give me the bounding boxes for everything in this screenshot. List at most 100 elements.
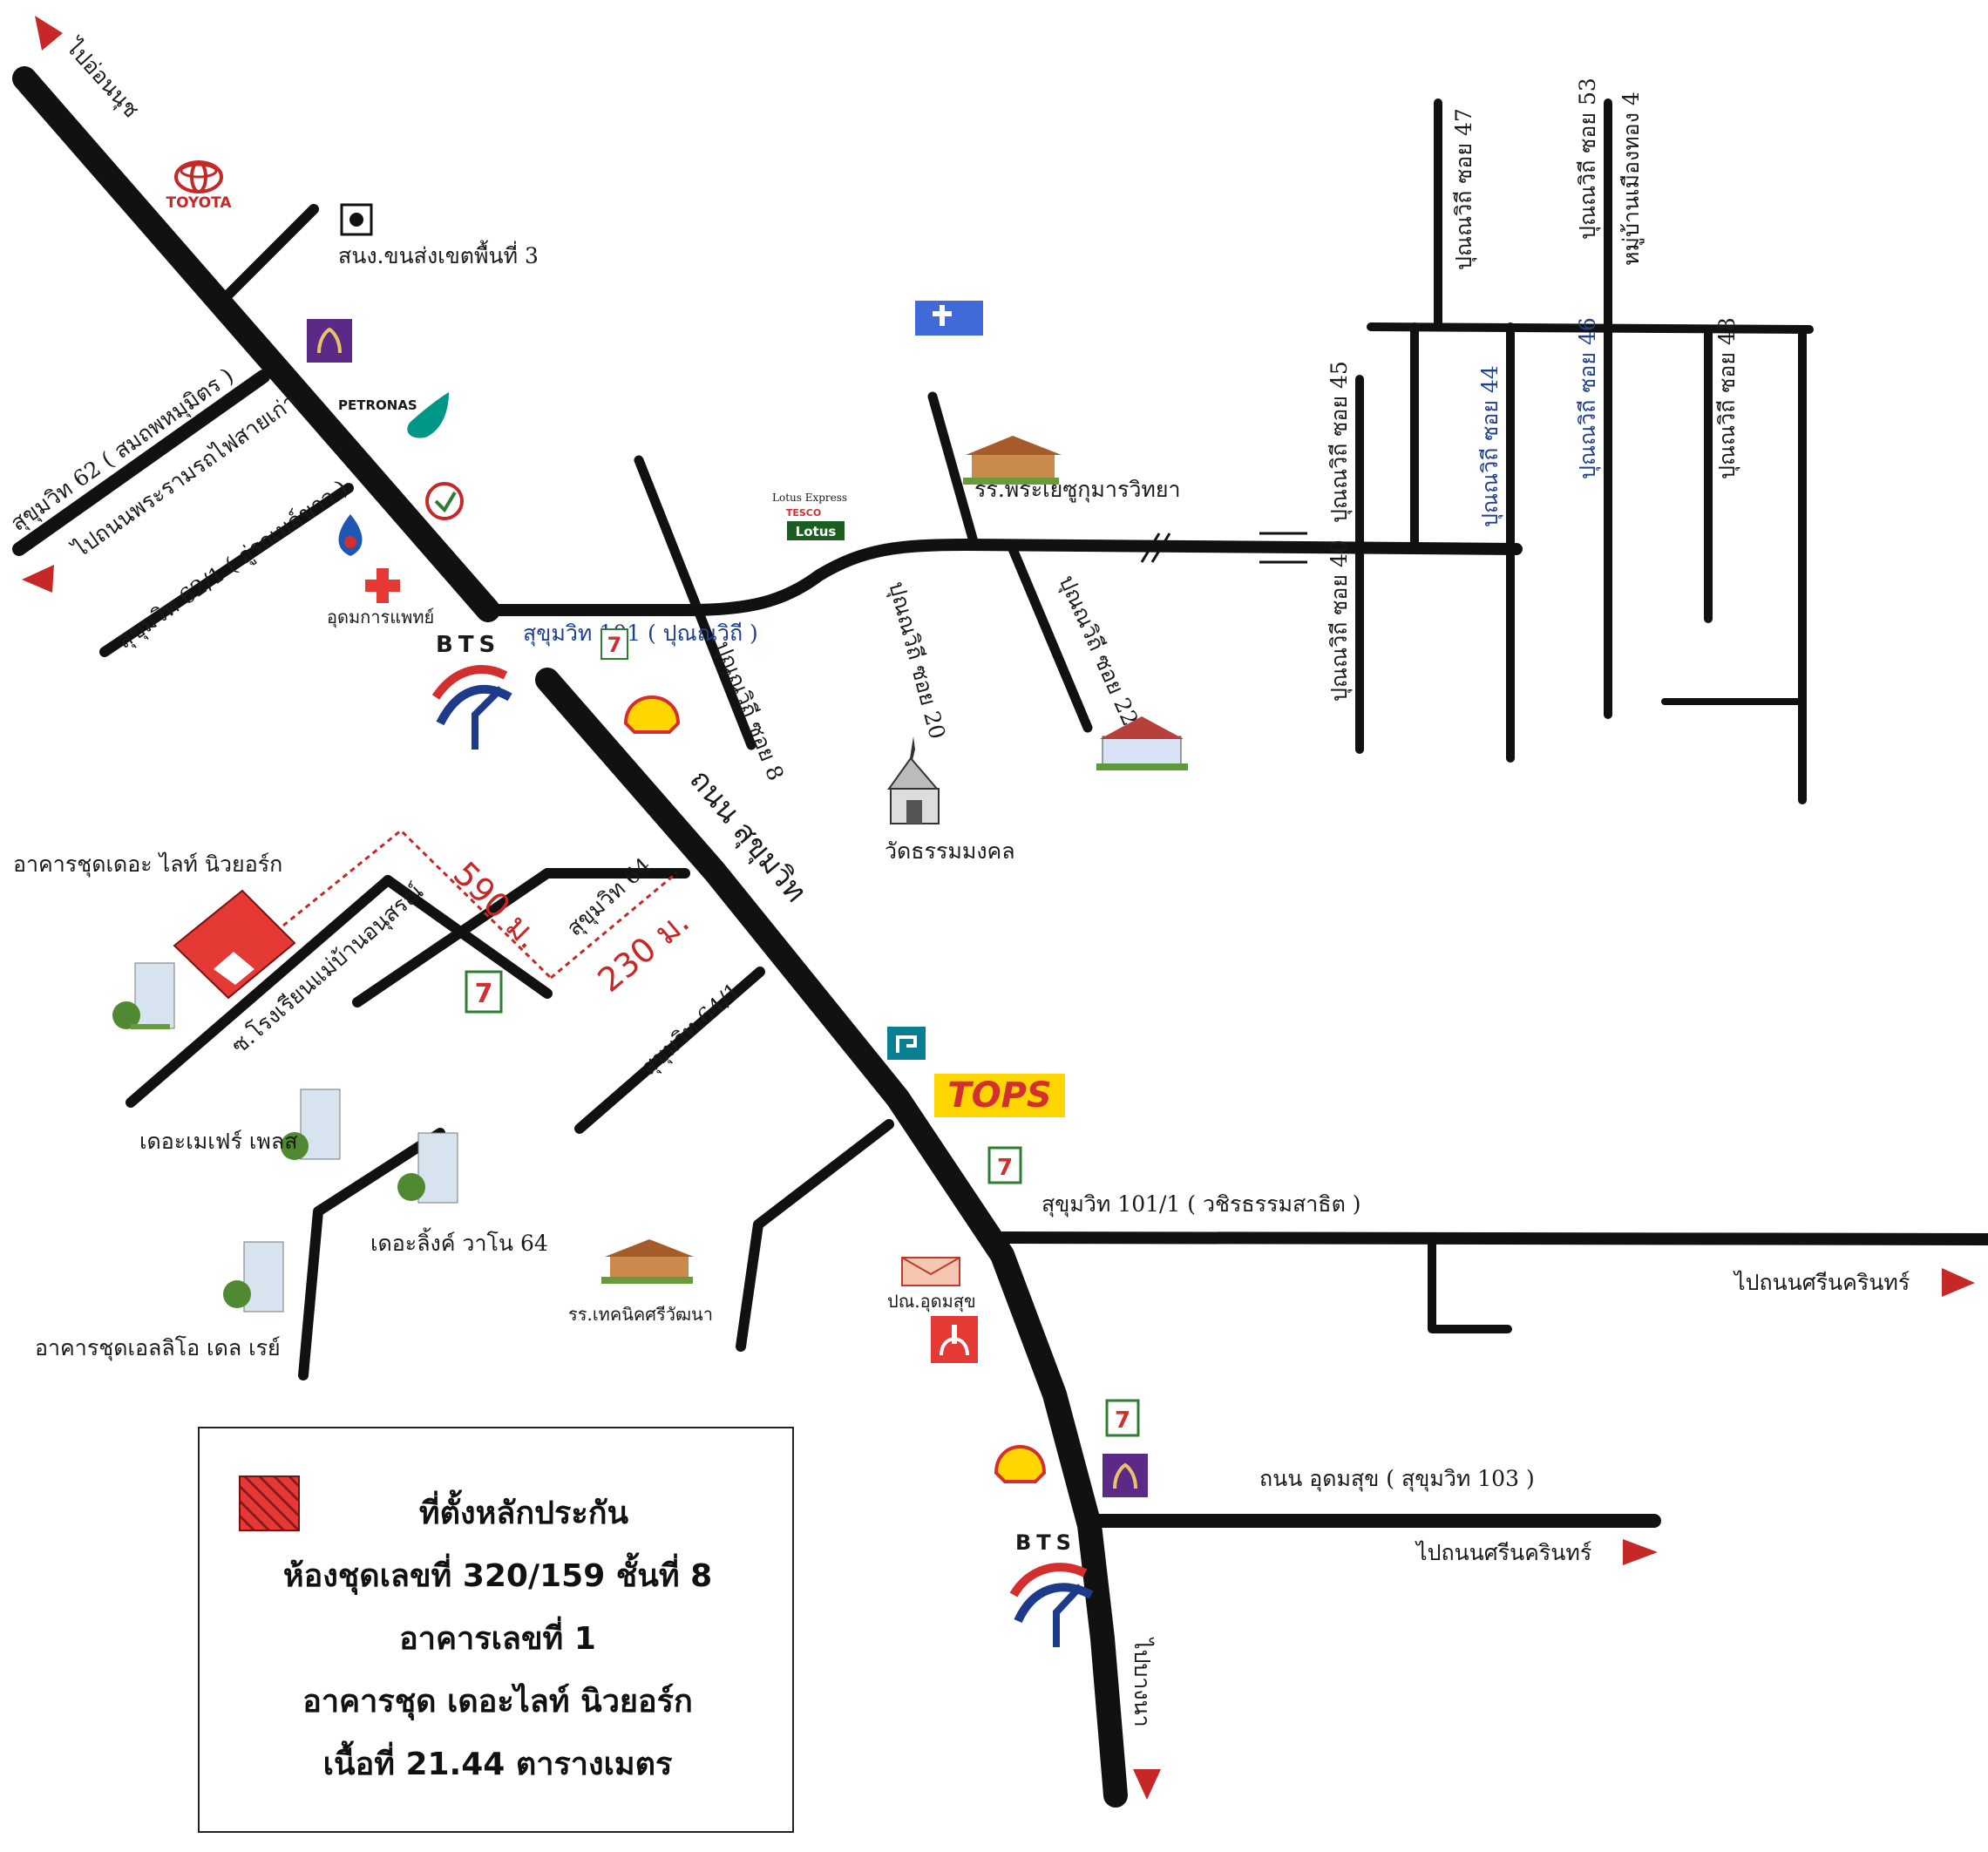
temple-label: วัดธรรมมงคล: [885, 838, 1015, 864]
transport-office-label: สนง.ขนส่งเขตพื้นที่ 3: [338, 240, 539, 268]
soi-lower-road: [736, 1119, 894, 1352]
toyota-label: TOYOTA: [166, 194, 232, 212]
village-label: หมู่บ้านเมืองทอง 4: [1618, 92, 1645, 266]
petronas-label: PETRONAS: [338, 397, 417, 413]
post-office-icon: [901, 1257, 960, 1286]
sukhumvit-road-south: [535, 668, 1128, 1808]
petronas-logo-icon: [407, 392, 449, 438]
lotus-store-icon: Lotus: [787, 521, 845, 540]
soi101-1-road: [996, 1231, 1988, 1245]
condo-building-icon: [112, 962, 175, 1029]
church-icon: [915, 301, 983, 336]
lotus-label: Lotus: [796, 524, 837, 539]
bts-station-south-icon: BTS: [1009, 1530, 1094, 1647]
to-bangna-label: ไปบางนา: [1130, 1637, 1155, 1727]
scb-bank-icon: [307, 319, 352, 363]
krungthai-bank-icon: [887, 1027, 926, 1060]
punnawithi44-label: ปุณณวิถี ซอย 44: [1477, 365, 1503, 527]
soi101-1-label: สุขุมวิท 101/1 ( วชิรธรรมสาธิต ): [1041, 1191, 1361, 1218]
legend-swatch: [239, 1475, 300, 1531]
arrow-srinakarin-2-icon: [1623, 1539, 1658, 1565]
bts-south-label: BTS: [1015, 1530, 1076, 1555]
soi64-1-label: สุขุมวิท 64/1: [636, 978, 747, 1081]
legend-title: ที่ตั้งหลักประกัน: [418, 1496, 629, 1531]
link-vano-label: เดอะลิ้งค์ วาโน 64: [370, 1227, 548, 1256]
condo-building-icon: [281, 1089, 341, 1160]
soi62-1-road: [99, 483, 354, 657]
elio-del-ray-label: อาคารชุดเอลลิโอ เดล เรย์: [35, 1335, 281, 1361]
seven-eleven-icon: 7: [1105, 1399, 1140, 1437]
legend-line1: ห้องชุดเลขที่ 320/159 ชั้นที่ 8: [282, 1558, 713, 1594]
soi-rongrian-diag: [126, 875, 393, 1108]
to-srinakarin-2-label: ไปถนนศรีนครินทร์: [1415, 1540, 1591, 1565]
to-srinakarin-1-label: ไปถนนศรีนครินทร์: [1733, 1270, 1910, 1295]
school-building-icon: [601, 1239, 694, 1284]
shell-station-icon: [994, 1445, 1047, 1483]
punnawithi47-label: ปุณณวิถี ซอย 47: [1451, 108, 1477, 270]
soi62-road: [12, 370, 270, 556]
road-break-mark: [1150, 533, 1171, 563]
transport-office-icon: [340, 203, 373, 236]
medical-label: อุดมการแพทย์: [327, 607, 434, 628]
post-office-label: ปณ.อุดมสุข: [887, 1291, 976, 1313]
house-icon: [1096, 716, 1188, 770]
punnawithi8-road: [634, 455, 757, 750]
scb-bank-icon: [1103, 1454, 1148, 1497]
punnawithi40-label: ปุณณวิถี ซอย 40: [1326, 539, 1353, 702]
school-tech-label: รร.เทคนิคศรีวัฒนา: [568, 1304, 713, 1325]
seven-eleven-icon: 7: [600, 628, 628, 660]
ptt-station-icon: [338, 514, 363, 556]
soi64-1-road: [574, 967, 765, 1134]
legend-line2: อาคารเลขที่ 1: [399, 1621, 596, 1657]
svg-text:7: 7: [475, 979, 493, 1009]
kasikorn-bank-icon: [425, 482, 464, 520]
soi101-road: [482, 539, 1523, 616]
udomsuk-label: ถนน อุดมสุข ( สุขุมวิท 103 ): [1259, 1466, 1535, 1492]
government-emblem-icon: [931, 1316, 978, 1363]
tops-supermarket-icon: TOPS: [934, 1074, 1065, 1117]
arrow-to-bangna-icon: [1133, 1769, 1161, 1800]
subject-property-marker: [173, 889, 296, 1000]
arrow-to-rama-icon: [22, 565, 54, 593]
lotus-express-label: Lotus Express: [772, 492, 847, 504]
condo-building-icon: [223, 1241, 284, 1313]
bts-station-north-icon: BTS: [431, 632, 512, 750]
soi-far-west-road: [298, 1128, 445, 1381]
punnawithi20-road: [927, 391, 980, 550]
punnawithi46-label: ปุณณวิถี ซอย 46: [1575, 317, 1601, 479]
punnawithi22-road: [1008, 544, 1093, 733]
tesco-label: TESCO: [786, 507, 821, 519]
shell-station-icon: [623, 695, 681, 734]
soi-rongrian-road: [383, 875, 553, 999]
legend-box: ที่ตั้งหลักประกัน ห้องชุดเลขที่ 320/159 …: [198, 1427, 794, 1833]
punnawithi48-label: ปุณณวิถี ซอย 48: [1714, 317, 1740, 479]
to-on-nut-label: ไปอ่อนนุช: [59, 33, 144, 123]
punnawithi22-label: ปุณณวิถี ซอย 22: [1054, 572, 1143, 730]
school-building-icon: [963, 436, 1062, 485]
road-break-mark: [1140, 533, 1161, 563]
soi64-road-diag: [352, 868, 553, 1007]
punnawithi53-label: ปุณณวิถี ซอย 53: [1575, 78, 1601, 240]
toyota-logo-icon: [174, 160, 223, 193]
arrow-to-on-nut-icon: [35, 16, 63, 51]
punnawithi8-label: ปุณณวิถี ซอย 8: [709, 637, 789, 784]
branch-road-north: [223, 204, 319, 300]
condo-building-icon: [397, 1132, 458, 1204]
seven-eleven-icon: 7: [987, 1146, 1022, 1184]
punnawithi45-label: ปุณณวิถี ซอย 45: [1326, 361, 1353, 523]
legend-line3: อาคารชุด เดอะไลท์ นิวยอร์ก: [302, 1684, 693, 1720]
distance-590-label: 590 ม.: [446, 854, 548, 956]
arrow-srinakarin-1-icon: [1942, 1268, 1975, 1297]
sukhumvit-main-label: ถนน สุขุมวิท: [682, 763, 813, 909]
soi101-label: สุขุมวิท 101 ( ปุณณวิถี ): [523, 621, 758, 647]
tops-label: TOPS: [947, 1075, 1051, 1116]
mayfair-label: เดอะเมเฟร์ เพลส: [139, 1129, 297, 1154]
svg-text:7: 7: [1115, 1408, 1130, 1434]
legend-line4: เนื้อที่ 21.44 ตารางเมตร: [322, 1747, 673, 1782]
seven-eleven-icon: 7: [465, 970, 503, 1014]
bts-north-label: BTS: [436, 632, 500, 658]
medical-cross-icon: [365, 568, 400, 603]
sukhumvit-road-north: [12, 66, 500, 622]
distance-230-label: 230 ม.: [591, 902, 697, 1000]
